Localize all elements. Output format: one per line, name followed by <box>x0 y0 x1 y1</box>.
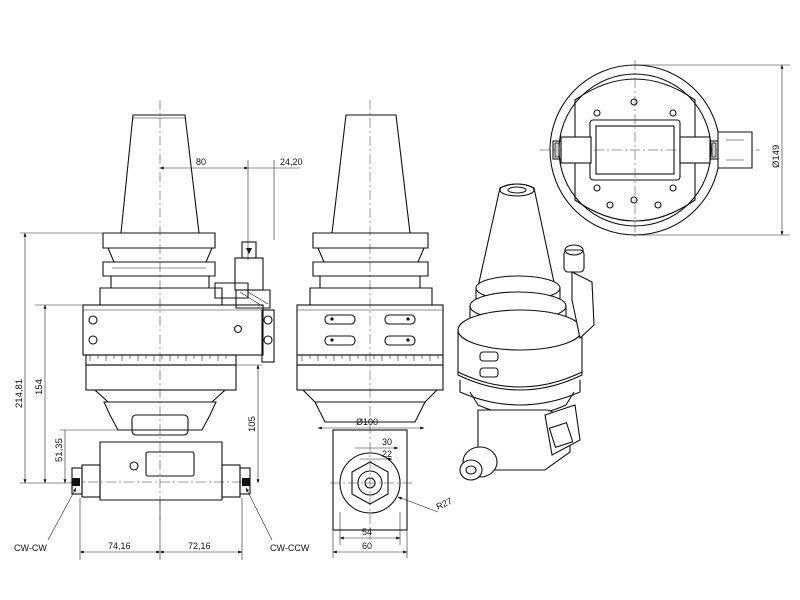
dim-154: 154 <box>34 379 45 395</box>
dim-214-81: 214,81 <box>14 379 25 408</box>
top-view <box>540 60 760 240</box>
dim-72-16: 72,16 <box>188 541 211 551</box>
side-view <box>296 100 444 540</box>
isometric-view <box>457 183 595 481</box>
label-cw-cw: CW-CW <box>14 543 47 553</box>
dim-80: 80 <box>196 157 206 167</box>
dim-74-16: 74,16 <box>108 541 131 551</box>
dim-dia149: Ø149 <box>771 145 782 168</box>
dim-dia100: Ø100 <box>356 417 378 427</box>
dim-105: 105 <box>247 416 258 432</box>
dim-51-35: 51,35 <box>54 438 65 462</box>
dim-22: 22 <box>382 449 392 459</box>
dim-24-20: 24,20 <box>280 157 303 167</box>
dimension-text: 80 24,20 214,81 154 51,35 105 74,16 72,1… <box>14 145 782 553</box>
dim-30: 30 <box>382 437 392 447</box>
scale-ticks <box>89 355 227 361</box>
label-cw-ccw: CW-CCW <box>270 543 310 553</box>
dim-60: 60 <box>362 541 372 551</box>
dimension-lines <box>20 64 790 560</box>
dim-r27: R27 <box>435 496 454 512</box>
front-view <box>70 100 275 520</box>
dim-54: 54 <box>362 527 372 537</box>
